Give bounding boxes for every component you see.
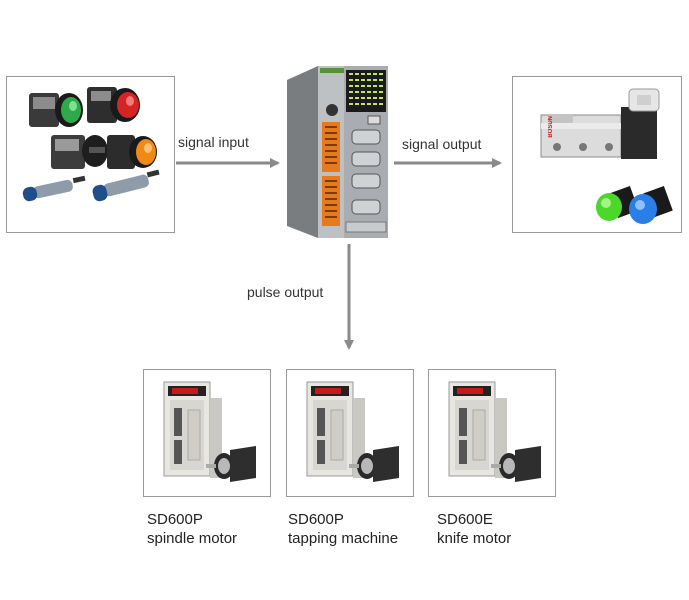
device-caption-2: SD600P tapping machine — [288, 510, 398, 548]
device-model: SD600P — [288, 511, 344, 528]
plc-controller-icon — [287, 66, 388, 238]
valve-brand-label: BOSUN — [548, 116, 554, 138]
input-devices-box — [6, 76, 175, 233]
pulse-output-label: pulse output — [247, 284, 324, 300]
device-description: knife motor — [437, 530, 512, 547]
device-description: spindle motor — [147, 530, 238, 547]
servo-drive-motor-icon — [163, 381, 256, 482]
device-model: SD600E — [437, 511, 493, 528]
red-pushbutton-icon — [87, 87, 140, 123]
device-caption-1: SD600P spindle motor — [147, 510, 237, 548]
servo-drive-motor-icon — [306, 381, 399, 482]
solenoid-valve-icon — [540, 88, 660, 159]
device-box-2 — [286, 369, 414, 497]
device-box-3 — [428, 369, 556, 497]
signal-input-label: signal input — [178, 134, 249, 150]
proximity-sensor-icon — [22, 175, 86, 202]
orange-pushbutton-icon — [107, 135, 157, 169]
device-box-1 — [143, 369, 271, 497]
input-devices-illustration — [22, 87, 160, 202]
signal-output-label: signal output — [402, 136, 482, 152]
device-description: tapping machine — [288, 530, 399, 547]
device-caption-3: SD600E knife motor — [437, 510, 511, 548]
device-model: SD600P — [147, 511, 203, 528]
blue-indicator-lamp-icon — [629, 186, 673, 224]
green-pushbutton-icon — [29, 93, 83, 127]
output-devices-box — [512, 76, 682, 233]
servo-drive-motor-icon — [448, 381, 541, 482]
selector-switch-icon — [51, 135, 108, 169]
proximity-sensor-icon — [92, 169, 160, 202]
output-devices-illustration — [540, 88, 673, 224]
